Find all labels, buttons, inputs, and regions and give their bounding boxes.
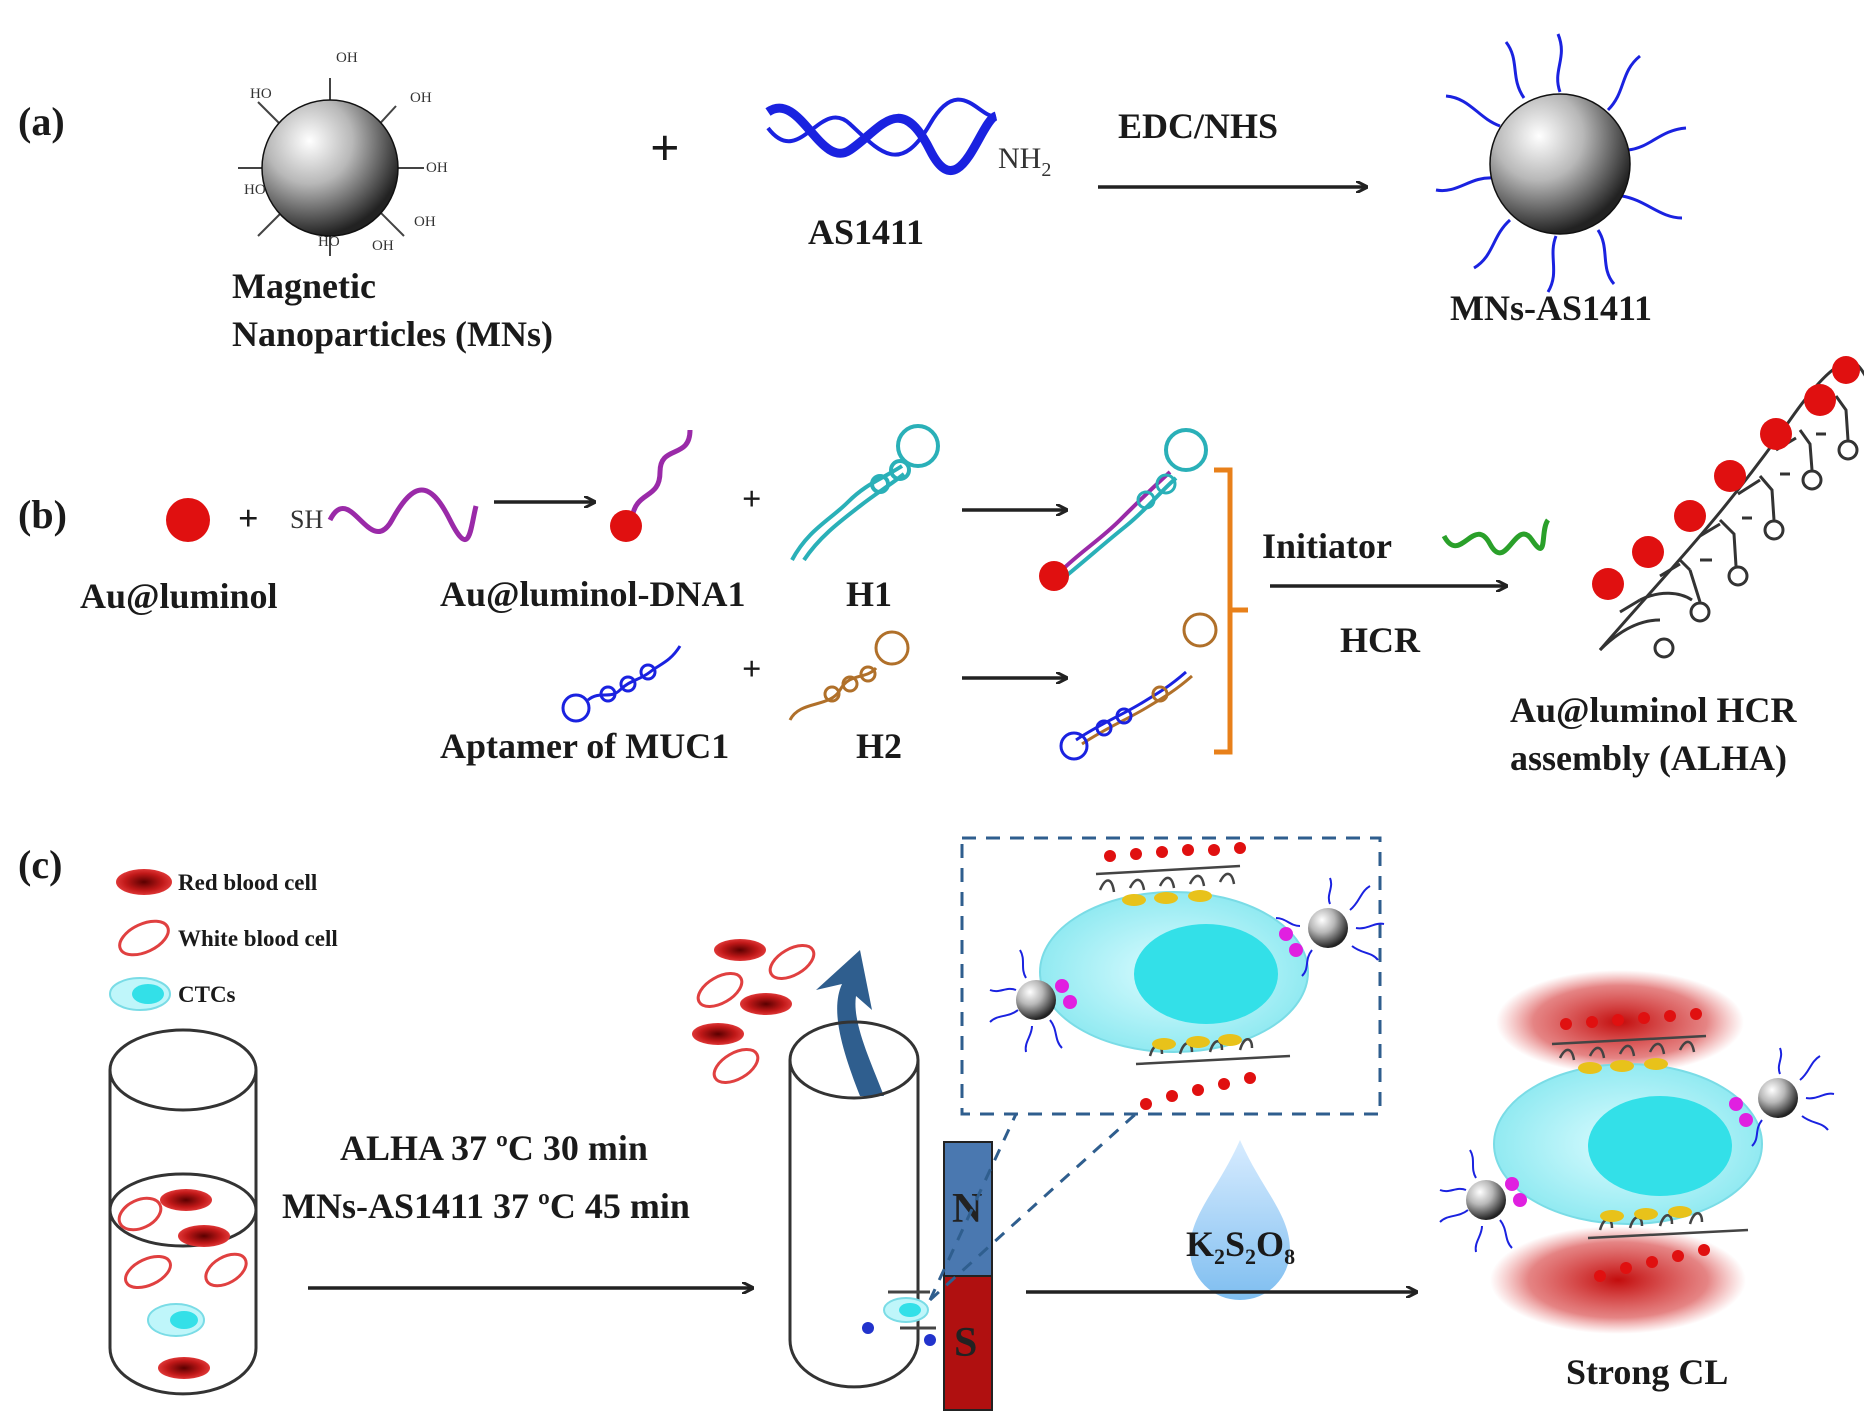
cooh-label: OH	[336, 50, 358, 66]
oxidant-label: K2S2O8	[1186, 1224, 1295, 1269]
plus-sign: +	[742, 651, 761, 688]
aptamer-h2-complex-icon	[1059, 612, 1218, 761]
legend-rbc-label: Red blood cell	[178, 870, 317, 895]
cooh-label: OH	[426, 160, 448, 176]
mn-label-line2: Nanoparticles (MNs)	[232, 314, 553, 354]
cooh-label: OH	[410, 90, 432, 106]
cooh-label: OH	[372, 238, 394, 254]
thiol-label: SH	[290, 505, 323, 534]
magnet-n-label: N	[952, 1186, 982, 1232]
plus-sign: +	[742, 481, 761, 518]
strong-cl-result-icon	[1439, 970, 1835, 1334]
red-blood-cell-icon	[116, 869, 172, 895]
magnet-south-pole	[943, 1275, 993, 1411]
plus-sign: +	[650, 120, 680, 177]
edc-nhs-label: EDC/NHS	[1118, 106, 1278, 146]
alha-label-line2: assembly (ALHA)	[1510, 738, 1787, 778]
dna1-strand-icon	[327, 487, 479, 542]
cooh-label: OH	[414, 214, 436, 230]
amine-group-label: NH2	[998, 142, 1051, 181]
cooh-label: HO	[244, 182, 266, 198]
cooh-label: HO	[318, 234, 340, 250]
zoom-guide-lines	[928, 1108, 1142, 1302]
panel-label-a: (a)	[18, 99, 65, 144]
au-luminol-dna1-label: Au@luminol-DNA1	[440, 574, 746, 614]
zoom-inset-box	[960, 836, 1382, 1116]
oxidant-droplet-icon	[1190, 1140, 1290, 1300]
au-luminol-dna1-icon	[610, 429, 693, 542]
initiator-label: Initiator	[1262, 526, 1392, 566]
muc1-aptamer-icon	[561, 645, 682, 723]
grouping-bracket	[1214, 467, 1248, 755]
panel-label-b: (b)	[18, 492, 67, 537]
mns-as1411-product-icon	[1435, 33, 1687, 293]
aptamer-muc1-label: Aptamer of MUC1	[440, 726, 729, 766]
hcr-label: HCR	[1340, 620, 1421, 660]
discarded-cells-icon	[692, 939, 816, 1084]
cooh-label: HO	[250, 86, 272, 102]
step1-line2: MNs-AS1411 37 ºC 45 min	[282, 1186, 690, 1226]
h1-hairpin-icon	[790, 424, 940, 562]
strong-cl-label: Strong CL	[1566, 1352, 1728, 1392]
au-luminol-particle-icon	[166, 498, 210, 542]
step1-line1: ALHA 37 ºC 30 min	[340, 1128, 648, 1168]
as1411-label: AS1411	[808, 212, 924, 252]
initiator-strand-icon	[1441, 518, 1551, 556]
mns-as1411-label: MNs-AS1411	[1450, 288, 1652, 328]
ctc-icon	[109, 977, 171, 1011]
plus-sign: +	[238, 498, 259, 538]
legend-wbc-label: White blood cell	[178, 926, 338, 951]
alha-label-line1: Au@luminol HCR	[1510, 690, 1798, 730]
alha-assembly-icon	[1592, 356, 1864, 659]
au-luminol-label: Au@luminol	[80, 576, 278, 616]
h2-hairpin-icon	[788, 630, 910, 721]
as1411-aptamer-icon	[765, 97, 999, 175]
white-blood-cell-icon	[118, 919, 170, 957]
magnet-s-label: S	[954, 1320, 977, 1366]
h1-label: H1	[846, 574, 892, 614]
magnetic-separation-tube-icon	[788, 1020, 936, 1389]
panel-label-c: (c)	[18, 842, 62, 887]
captured-ctc-detail-icon	[989, 842, 1385, 1110]
magnetic-nanoparticle-icon	[238, 78, 424, 256]
h2-label: H2	[856, 726, 902, 766]
mn-label-line1: Magnetic	[232, 266, 376, 306]
blood-sample-tube-icon	[108, 1028, 258, 1396]
legend-ctc-label: CTCs	[178, 982, 236, 1007]
dna1-h1-complex-icon	[1039, 428, 1208, 591]
